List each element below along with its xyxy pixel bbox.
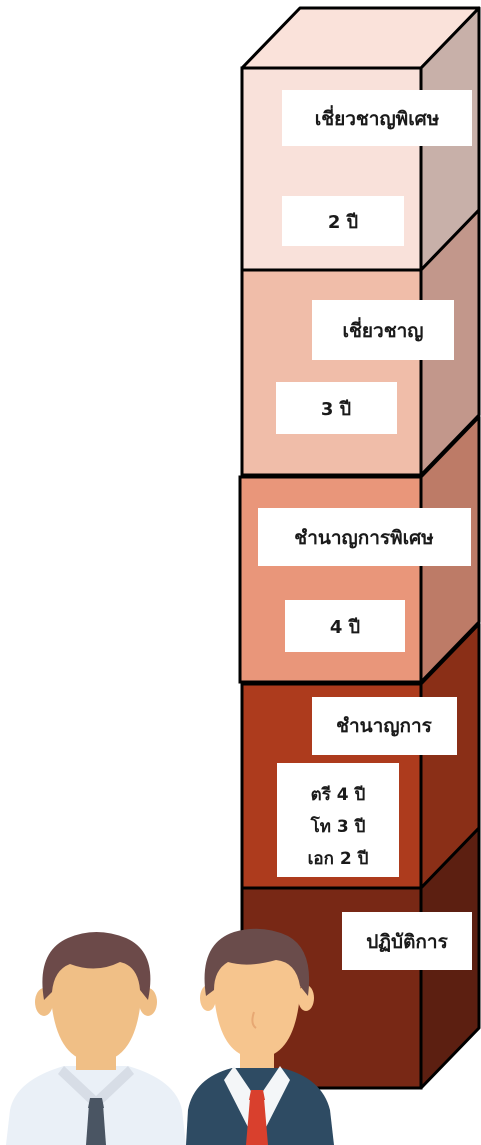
person-right-icon	[186, 928, 334, 1145]
tier-expert: เชี่ยวชาญ 3 ปี	[240, 208, 481, 477]
tier-title-box	[312, 300, 454, 360]
tier-professional: ชำนาญการ ตรี 4 ปี โท 3 ปี เอก 2 ปี	[240, 622, 481, 890]
tier-duration-box	[276, 382, 397, 434]
tier-title: ปฏิบัติการ	[366, 931, 448, 953]
tier-duration-line: ตรี 4 ปี	[311, 784, 366, 805]
tier-senior-expert: เชี่ยวชาญพิเศษ 2 ปี	[240, 6, 481, 272]
tier-title-box	[342, 912, 472, 970]
tier-title-box	[312, 697, 457, 755]
tier-duration-line: เอก 2 ปี	[308, 848, 369, 869]
tier-title: เชี่ยวชาญ	[343, 317, 424, 342]
tier-title-box	[282, 90, 472, 146]
tier-title: ชำนาญการพิเศษ	[294, 527, 434, 549]
tier-title: เชี่ยวชาญพิเศษ	[315, 105, 440, 130]
tier-title-box	[258, 508, 471, 566]
person-left-icon	[6, 932, 186, 1145]
two-professionals-icon	[6, 928, 334, 1145]
tier-senior-professional: ชำนาญการพิเศษ 4 ปี	[238, 415, 481, 684]
tier-duration: 3 ปี	[321, 399, 351, 420]
tier-duration-box	[277, 763, 399, 877]
tier-title: ชำนาญการ	[336, 715, 433, 737]
tier-duration: 4 ปี	[330, 617, 360, 638]
tier-duration: 2 ปี	[328, 212, 358, 233]
tier-duration-box	[285, 600, 405, 652]
tier-duration-line: โท 3 ปี	[310, 816, 366, 837]
tier-duration-box	[282, 196, 404, 246]
